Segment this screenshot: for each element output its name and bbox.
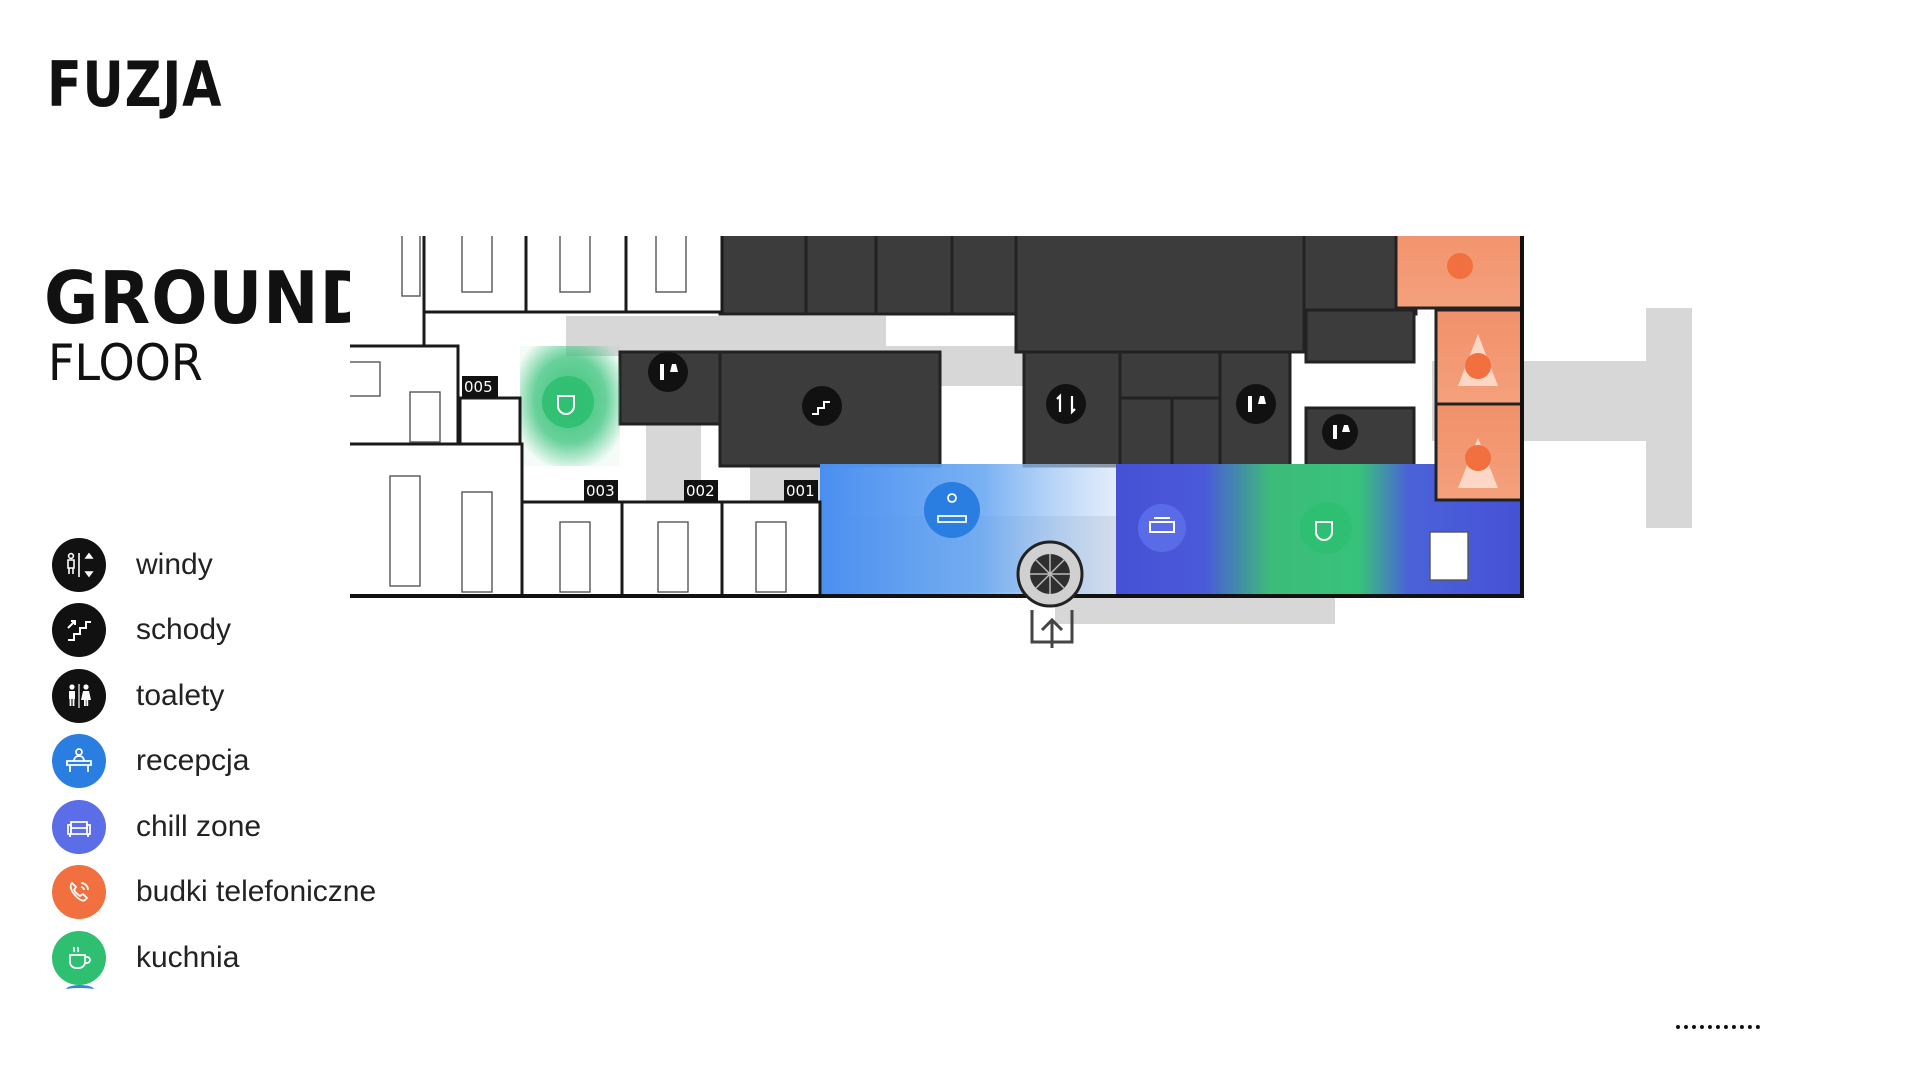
- legend-item-phone-booths: budki telefoniczne: [52, 860, 376, 926]
- legend: windy schody toalety recepcja chill zone…: [52, 532, 376, 991]
- floor-title-line2: FLOOR: [48, 334, 203, 392]
- legend-label: kuchnia: [136, 940, 240, 974]
- sofa-icon: [52, 799, 106, 854]
- room-tags: 007 008 009 010 006 005 004 003 002 001: [462, 376, 818, 502]
- legend-label: toalety: [136, 678, 225, 712]
- phone-icon: [1447, 253, 1473, 279]
- floor-title: GROUND FLOOR: [44, 262, 404, 388]
- phone-icon: [1465, 445, 1491, 471]
- room-number: 002: [686, 482, 715, 500]
- legend-label: recepcja: [136, 744, 250, 778]
- coffee-cup-icon: [52, 930, 106, 985]
- toilets-icon: [1322, 414, 1358, 450]
- coffee-cup-icon: [1300, 502, 1352, 554]
- floor-plan: 007 008 009 010 006 005 004 003 002 001: [350, 236, 1692, 648]
- brand-title: FUZJA: [47, 48, 223, 121]
- legend-label: windy: [136, 547, 213, 581]
- legend-item-chill-zone: chill zone: [52, 794, 376, 860]
- building-outline: [350, 236, 1524, 598]
- toilets-icon: [648, 352, 688, 392]
- floor-title-line1: GROUND: [44, 256, 376, 340]
- legend-label: budki telefoniczne: [136, 875, 377, 909]
- desks: [350, 236, 1469, 593]
- legend-item-toilets: toalety: [52, 663, 376, 729]
- revolving-door: [1016, 540, 1084, 608]
- legend-item-stairs: schody: [52, 598, 376, 664]
- legend-item-reception: recepcja: [52, 729, 376, 795]
- toilets-icon: [52, 668, 106, 723]
- room-number: 003: [586, 482, 615, 500]
- room-number: 005: [464, 378, 493, 396]
- legend-label: chill zone: [136, 809, 262, 843]
- legend-item-elevators: windy: [52, 532, 376, 598]
- room-number: 001: [786, 482, 815, 500]
- reception-icon: [924, 482, 980, 538]
- sofa-icon: [1138, 504, 1186, 552]
- legend-label: schody: [136, 613, 232, 647]
- stairs-icon: [52, 603, 106, 658]
- phone-icon: [1465, 353, 1491, 379]
- toilets-icon: [1236, 384, 1276, 424]
- coffee-cup-icon: [542, 376, 594, 428]
- entrance-arrow-icon: [1030, 610, 1074, 648]
- dark-blocks: [618, 236, 1418, 470]
- legend-overflow-edge: [66, 985, 94, 994]
- phone-icon: [52, 865, 106, 920]
- stairs-icon: [802, 386, 842, 426]
- legend-item-kitchen: kuchnia: [52, 925, 376, 991]
- reception-icon: [52, 734, 106, 789]
- elevator-icon: [52, 537, 106, 592]
- scale-marker: [1676, 1025, 1760, 1029]
- elevator-icon: [1046, 384, 1086, 424]
- amenity-markers: [542, 253, 1491, 554]
